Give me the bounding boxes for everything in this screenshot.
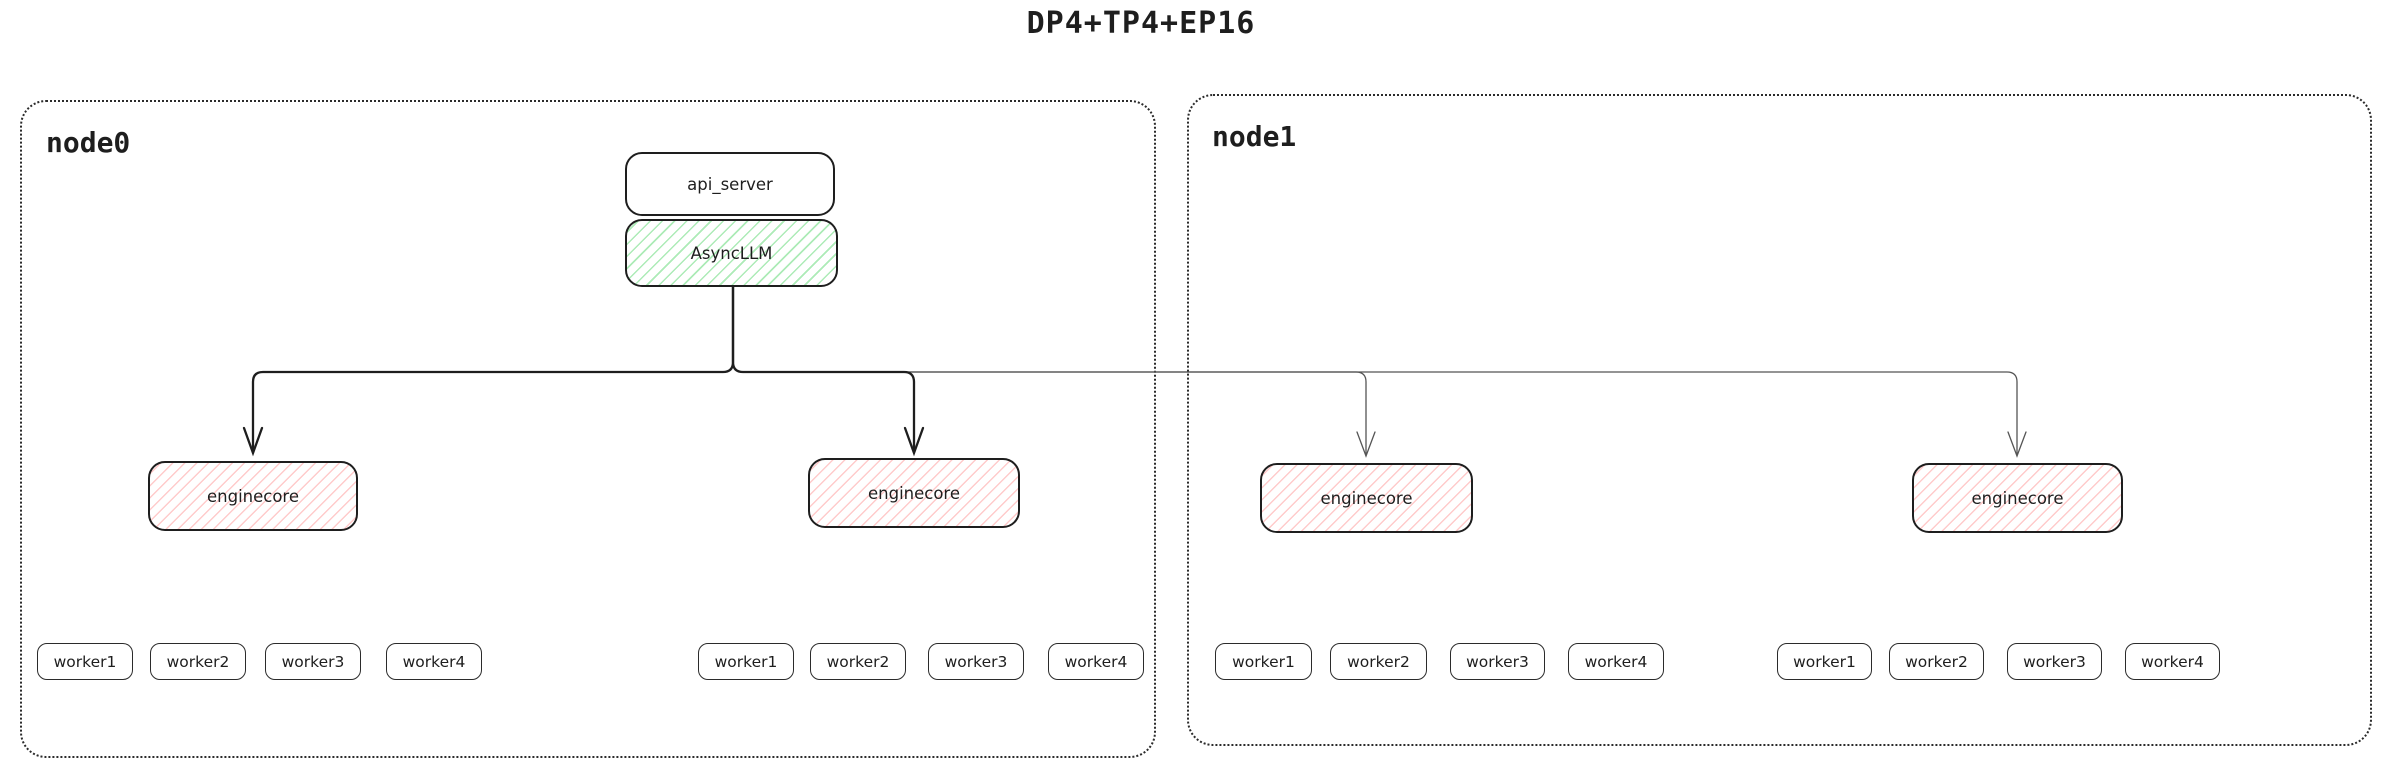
worker-label: worker4 [2141,652,2204,671]
enginecore-box-1: enginecore [148,461,358,531]
worker-box: worker4 [1048,643,1144,680]
enginecore-box-3: enginecore [1260,463,1473,533]
worker-box: worker1 [37,643,133,680]
diagram-title: DP4+TP4+EP16 [1026,6,1256,41]
enginecore-label: enginecore [206,486,299,506]
worker-label: worker4 [1064,652,1128,671]
worker-box: worker2 [150,643,246,680]
asyncllm-label: AsyncLLM [690,243,773,263]
worker-label: worker1 [53,652,117,671]
enginecore-label: enginecore [1320,488,1413,508]
worker-box: worker2 [810,643,906,680]
worker-box: worker1 [1215,643,1312,680]
enginecore-label: enginecore [867,483,960,503]
asyncllm-box: AsyncLLM [625,219,838,287]
worker-label: worker2 [166,652,230,671]
node0-label: node0 [46,126,131,159]
api-server-box: api_server [625,152,835,216]
worker-label: worker1 [1793,652,1856,671]
worker-box: worker4 [1568,643,1664,680]
worker-label: worker3 [1466,652,1529,671]
worker-box: worker4 [2125,643,2220,680]
enginecore-label: enginecore [1971,488,2064,508]
worker-label: worker2 [1905,652,1968,671]
worker-box: worker3 [1450,643,1545,680]
worker-box: worker3 [265,643,361,680]
worker-box: worker3 [928,643,1024,680]
enginecore-box-2: enginecore [808,458,1020,528]
worker-label: worker3 [2023,652,2086,671]
worker-box: worker2 [1330,643,1427,680]
worker-label: worker4 [1584,652,1648,671]
enginecore-box-4: enginecore [1912,463,2123,533]
worker-label: worker1 [714,652,778,671]
worker-label: worker2 [1347,652,1410,671]
worker-label: worker2 [826,652,890,671]
api-server-label: api_server [687,174,773,194]
node1-label: node1 [1212,120,1297,153]
worker-label: worker3 [944,652,1008,671]
worker-label: worker4 [402,652,466,671]
worker-box: worker2 [1889,643,1984,680]
worker-box: worker1 [698,643,794,680]
worker-box: worker1 [1777,643,1872,680]
worker-label: worker3 [281,652,345,671]
worker-label: worker1 [1232,652,1295,671]
worker-box: worker4 [386,643,482,680]
worker-box: worker3 [2007,643,2102,680]
